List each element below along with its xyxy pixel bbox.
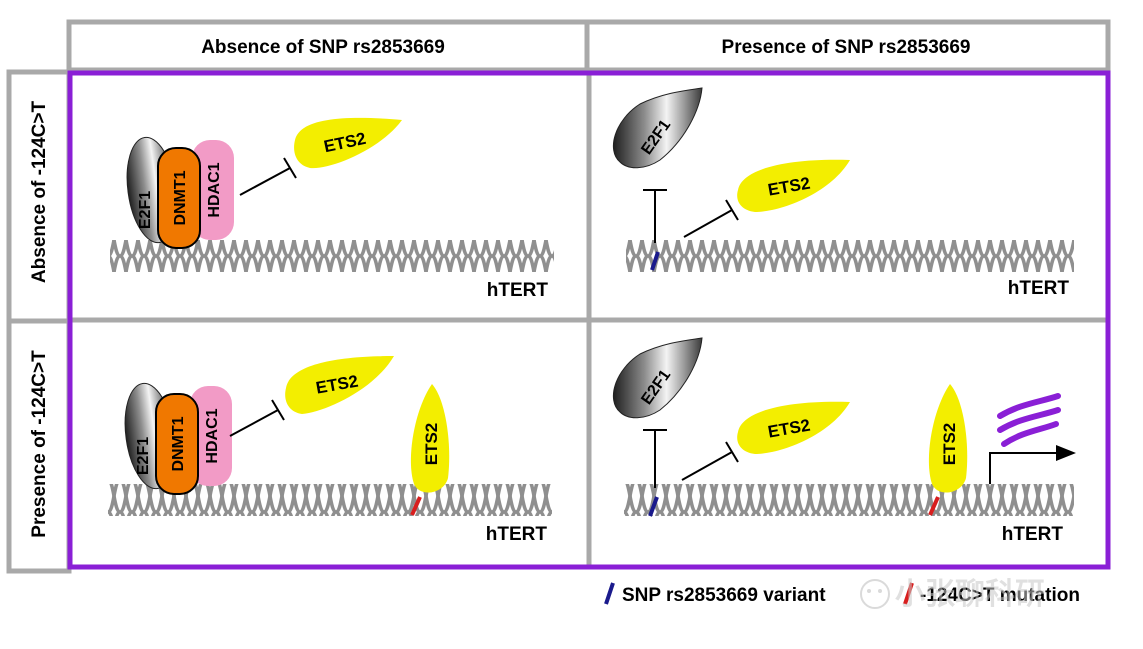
header-box-presence-snp: [584, 19, 1111, 73]
dna-helix: [626, 240, 1074, 272]
gene-label: hTERT: [486, 524, 548, 545]
snp-marker: [648, 496, 659, 517]
wechat-icon-eye: [867, 589, 871, 593]
mrna-transcript: [997, 393, 1061, 419]
dnmt1-label: DNMT1: [170, 416, 187, 471]
ets2-protein-bound: [928, 384, 968, 493]
gene-label: hTERT: [487, 280, 549, 301]
ets2-protein: [737, 401, 850, 454]
transcription-arrow: [989, 452, 1058, 484]
inhibition-bar: [283, 157, 297, 179]
inhibition-line: [239, 167, 291, 196]
header-box-absence-snp: [66, 19, 590, 73]
row-header-presence-mut: Presence of -124C>T: [29, 350, 50, 538]
legend: SNP rs2853669 variant -124C>T mutation: [604, 582, 1080, 606]
dnmt1-label: DNMT1: [172, 170, 189, 225]
row-header-absence-mut: Absence of -124C>T: [29, 101, 50, 284]
gene-label: hTERT: [1008, 278, 1070, 299]
e2f1-protein: [612, 337, 703, 419]
mrna-transcript: [997, 407, 1061, 433]
inhibition-bar: [725, 199, 739, 221]
ets2-protein: [285, 356, 394, 414]
hdac1-protein: [190, 386, 232, 486]
legend-snp-marker: [604, 582, 615, 605]
dna-helix: [624, 484, 1074, 516]
snp-marker: [650, 251, 660, 271]
panel-top-left: hTERT E2F1 HDAC1 DNMT1 ETS2: [110, 117, 554, 301]
panel-top-right: hTERT E2F1 ETS2: [612, 87, 1074, 299]
legend-snp-text: SNP rs2853669 variant: [622, 585, 826, 606]
e2f1-protein: [612, 87, 703, 169]
hdac1-label: HDAC1: [204, 408, 221, 463]
legend-mutation-marker: [903, 582, 914, 605]
panel-bottom-right: hTERT E2F1 ETS2 ETS2: [612, 337, 1076, 545]
wechat-icon: [860, 579, 890, 609]
transcription-arrowhead: [1056, 445, 1076, 461]
e2f1-label: E2F1: [135, 437, 152, 475]
hdac1-label: HDAC1: [206, 162, 223, 217]
inhibition-line: [683, 209, 733, 238]
dnmt1-protein: [157, 147, 201, 249]
e2f1-label: E2F1: [137, 191, 154, 229]
mutation-marker: [928, 496, 940, 516]
dnmt1-protein: [155, 393, 199, 495]
panel-bottom-left: hTERT E2F1 HDAC1 DNMT1 ETS2 ETS2: [108, 356, 552, 545]
hdac1-protein: [192, 140, 234, 240]
inhibition-bar: [271, 399, 285, 421]
inhibition-line: [681, 451, 733, 481]
inhibition-line: [229, 409, 279, 437]
watermark-text: 小张聊科研: [895, 578, 1045, 611]
ets2-protein: [737, 159, 850, 212]
legend-mutation-text: -124C>T mutation: [920, 585, 1080, 606]
mrna-transcript: [1001, 421, 1059, 447]
col-header-presence-snp: Presence of SNP rs2853669: [722, 37, 971, 58]
ets2-protein-bound: [410, 384, 450, 493]
mutation-marker: [410, 496, 422, 516]
wechat-icon-eye: [878, 589, 882, 593]
ets2-label: ETS2: [940, 423, 959, 466]
col-header-absence-snp: Absence of SNP rs2853669: [201, 37, 445, 58]
ets2-label: ETS2: [422, 423, 441, 466]
highlight-frame: [67, 70, 1111, 570]
gene-label: hTERT: [1002, 524, 1064, 545]
inhibition-bar: [725, 441, 739, 463]
ets2-protein: [294, 117, 402, 169]
watermark: 小张聊科研: [860, 578, 1045, 611]
